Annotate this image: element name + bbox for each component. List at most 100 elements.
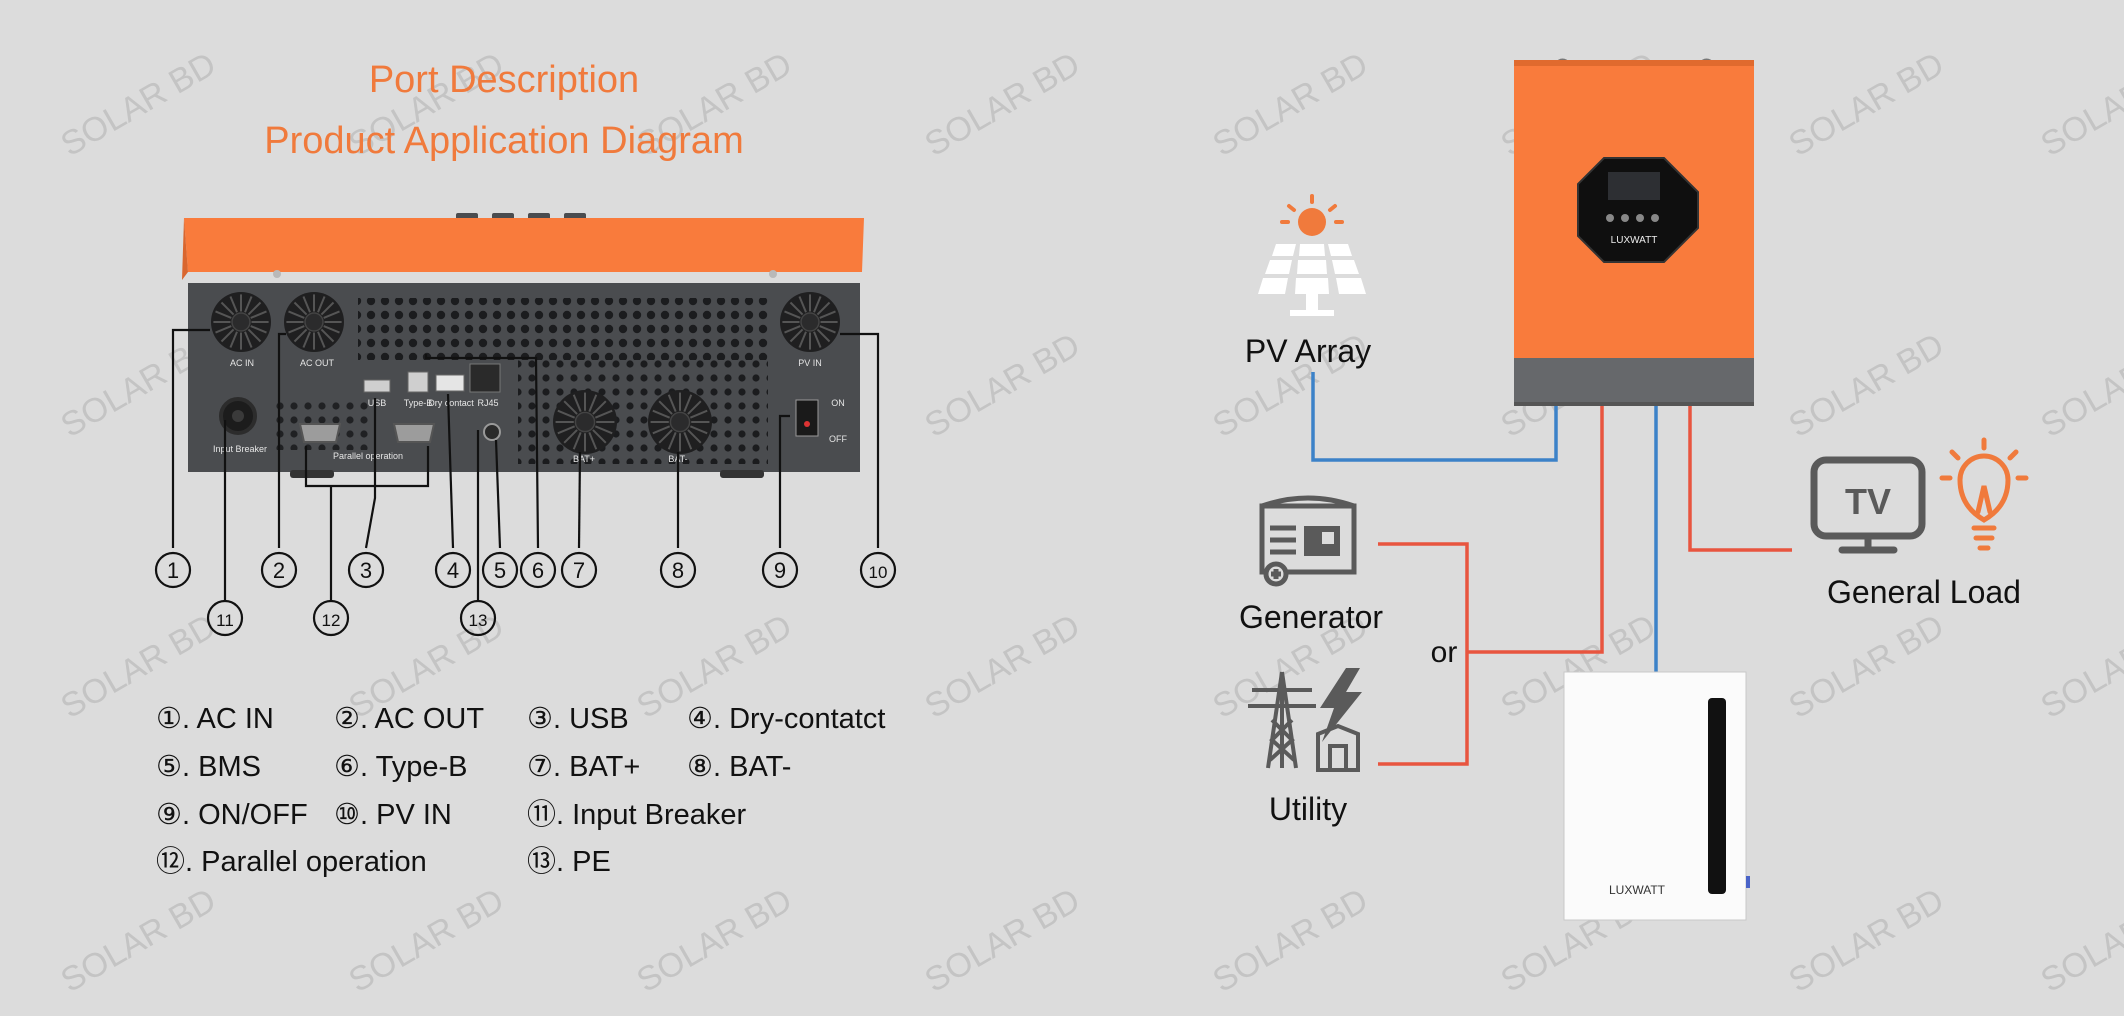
callout-number: 13 [459, 599, 497, 637]
watermark-text: SOLAR BD [1783, 881, 1951, 1000]
utility-icon [1248, 668, 1362, 772]
callout-number: 12 [312, 599, 350, 637]
watermark-text: SOLAR BD [919, 45, 1087, 164]
grid-wire [1467, 406, 1604, 654]
label-ac-in: AC IN [230, 358, 254, 368]
legend-item: ⑦. BAT+ [527, 751, 640, 783]
watermark-text: SOLAR BD [55, 881, 223, 1000]
battery-pack: LUXWATT [1563, 671, 1750, 921]
watermark-text: SOLAR BD [2035, 881, 2124, 1000]
legend-item: ⑥. Type-B [334, 751, 467, 783]
svg-text:2: 2 [273, 558, 285, 583]
callout-number: 6 [519, 551, 557, 589]
generator-icon [1259, 495, 1357, 587]
svg-text:5: 5 [494, 558, 506, 583]
callout-number: 3 [347, 551, 385, 589]
legend-item: ⑪. Input Breaker [527, 799, 747, 831]
legend-item: ⑫. Parallel operation [156, 846, 427, 878]
watermark-text: SOLAR BD [631, 881, 799, 1000]
inverter-brand: LUXWATT [1611, 235, 1658, 246]
parallel-port-2 [392, 423, 436, 443]
cable-gland [211, 292, 271, 352]
tv-label: TV [1845, 481, 1891, 522]
load-wire [1688, 406, 1792, 552]
callout-number: 2 [260, 551, 298, 589]
svg-text:9: 9 [774, 558, 786, 583]
label-pv-in: PV IN [798, 358, 822, 368]
cable-gland [780, 292, 840, 352]
cable-gland [284, 292, 344, 352]
legend-item: ④. Dry-contatct [687, 703, 885, 735]
callout-number: 8 [659, 551, 697, 589]
watermark-text: SOLAR BD [1783, 45, 1951, 164]
label-parallel-operation: Parallel operation [333, 451, 403, 461]
svg-text:8: 8 [672, 558, 684, 583]
watermark-text: SOLAR BD [2035, 607, 2124, 726]
legend-item: ③. USB [527, 703, 629, 735]
callout-number: 5 [481, 551, 519, 589]
watermark-text: SOLAR BD [919, 607, 1087, 726]
utility-label: Utility [1269, 791, 1347, 827]
battery-brand: LUXWATT [1609, 883, 1666, 897]
wiring [1311, 372, 1792, 766]
legend-item: ⑤. BMS [156, 751, 261, 783]
label-dry-contact: Dry contact [428, 398, 474, 408]
cable-gland [553, 390, 617, 454]
or-label: or [1431, 636, 1458, 669]
pv-array-label: PV Array [1245, 333, 1371, 369]
legend-item: ⑧. BAT- [687, 751, 791, 783]
callout-number: 4 [434, 551, 472, 589]
parallel-port-1 [298, 423, 342, 443]
legend-item: ①. AC IN [156, 703, 274, 735]
watermark-text: SOLAR BD [55, 45, 223, 164]
watermark-text: SOLAR BD [2035, 45, 2124, 164]
watermark-text: SOLAR BD [1207, 45, 1375, 164]
light-bulb-icon [1939, 437, 2029, 551]
generator-label: Generator [1239, 599, 1383, 635]
pe-terminal [483, 423, 501, 441]
svg-text:13: 13 [469, 611, 488, 630]
legend-item: ⑩. PV IN [334, 799, 452, 831]
callout-number: 9 [761, 551, 799, 589]
label-ac-out: AC OUT [300, 358, 335, 368]
title-application-diagram: Product Application Diagram [264, 120, 743, 162]
type-b-port [407, 371, 429, 393]
inverter-orange-top [184, 218, 864, 272]
legend-item: ⑬. PE [527, 846, 611, 878]
general-load-label: General Load [1827, 574, 2021, 610]
svg-text:10: 10 [869, 563, 888, 582]
callout-number: 1 [154, 551, 192, 589]
callout-number: 10 [859, 551, 897, 589]
watermark-text: SOLAR BD [919, 881, 1087, 1000]
on-off-switch [795, 399, 819, 437]
port-legend: ①. AC IN ②. AC OUT ③. USB ④. Dry-contatct ⑤.… [156, 703, 885, 878]
legend-item: ⑨. ON/OFF [156, 799, 308, 831]
label-type-b: Type-B [404, 398, 433, 408]
pv-array-icon [1258, 194, 1366, 316]
label-input-breaker: Input Breaker [213, 444, 267, 454]
label-bat-pos: BAT+ [573, 454, 595, 464]
callout-number: 11 [206, 599, 244, 637]
watermark-text: SOLAR BD [919, 326, 1087, 445]
watermark-text: SOLAR BD [1207, 881, 1375, 1000]
hybrid-inverter: LUXWATT [1514, 58, 1754, 406]
inverter-bottom-view: AC IN AC OUT PV IN USB Type-B Dry contac… [182, 213, 864, 478]
svg-text:3: 3 [360, 558, 372, 583]
generator-wire [1378, 542, 1469, 766]
svg-text:6: 6 [532, 558, 544, 583]
cable-gland [648, 390, 712, 454]
callout-number: 7 [560, 551, 598, 589]
svg-text:4: 4 [447, 558, 459, 583]
legend-item: ②. AC OUT [334, 703, 484, 735]
tv-icon: TV [1810, 456, 1926, 554]
label-rj45: RJ45 [477, 398, 498, 408]
watermark-text: SOLAR BD [1783, 607, 1951, 726]
title-port-description: Port Description [369, 59, 639, 101]
rj45-port [469, 363, 501, 393]
watermark-text: SOLAR BD [2035, 326, 2124, 445]
label-on: ON [831, 398, 845, 408]
label-off: OFF [829, 434, 847, 444]
svg-text:11: 11 [216, 611, 234, 630]
